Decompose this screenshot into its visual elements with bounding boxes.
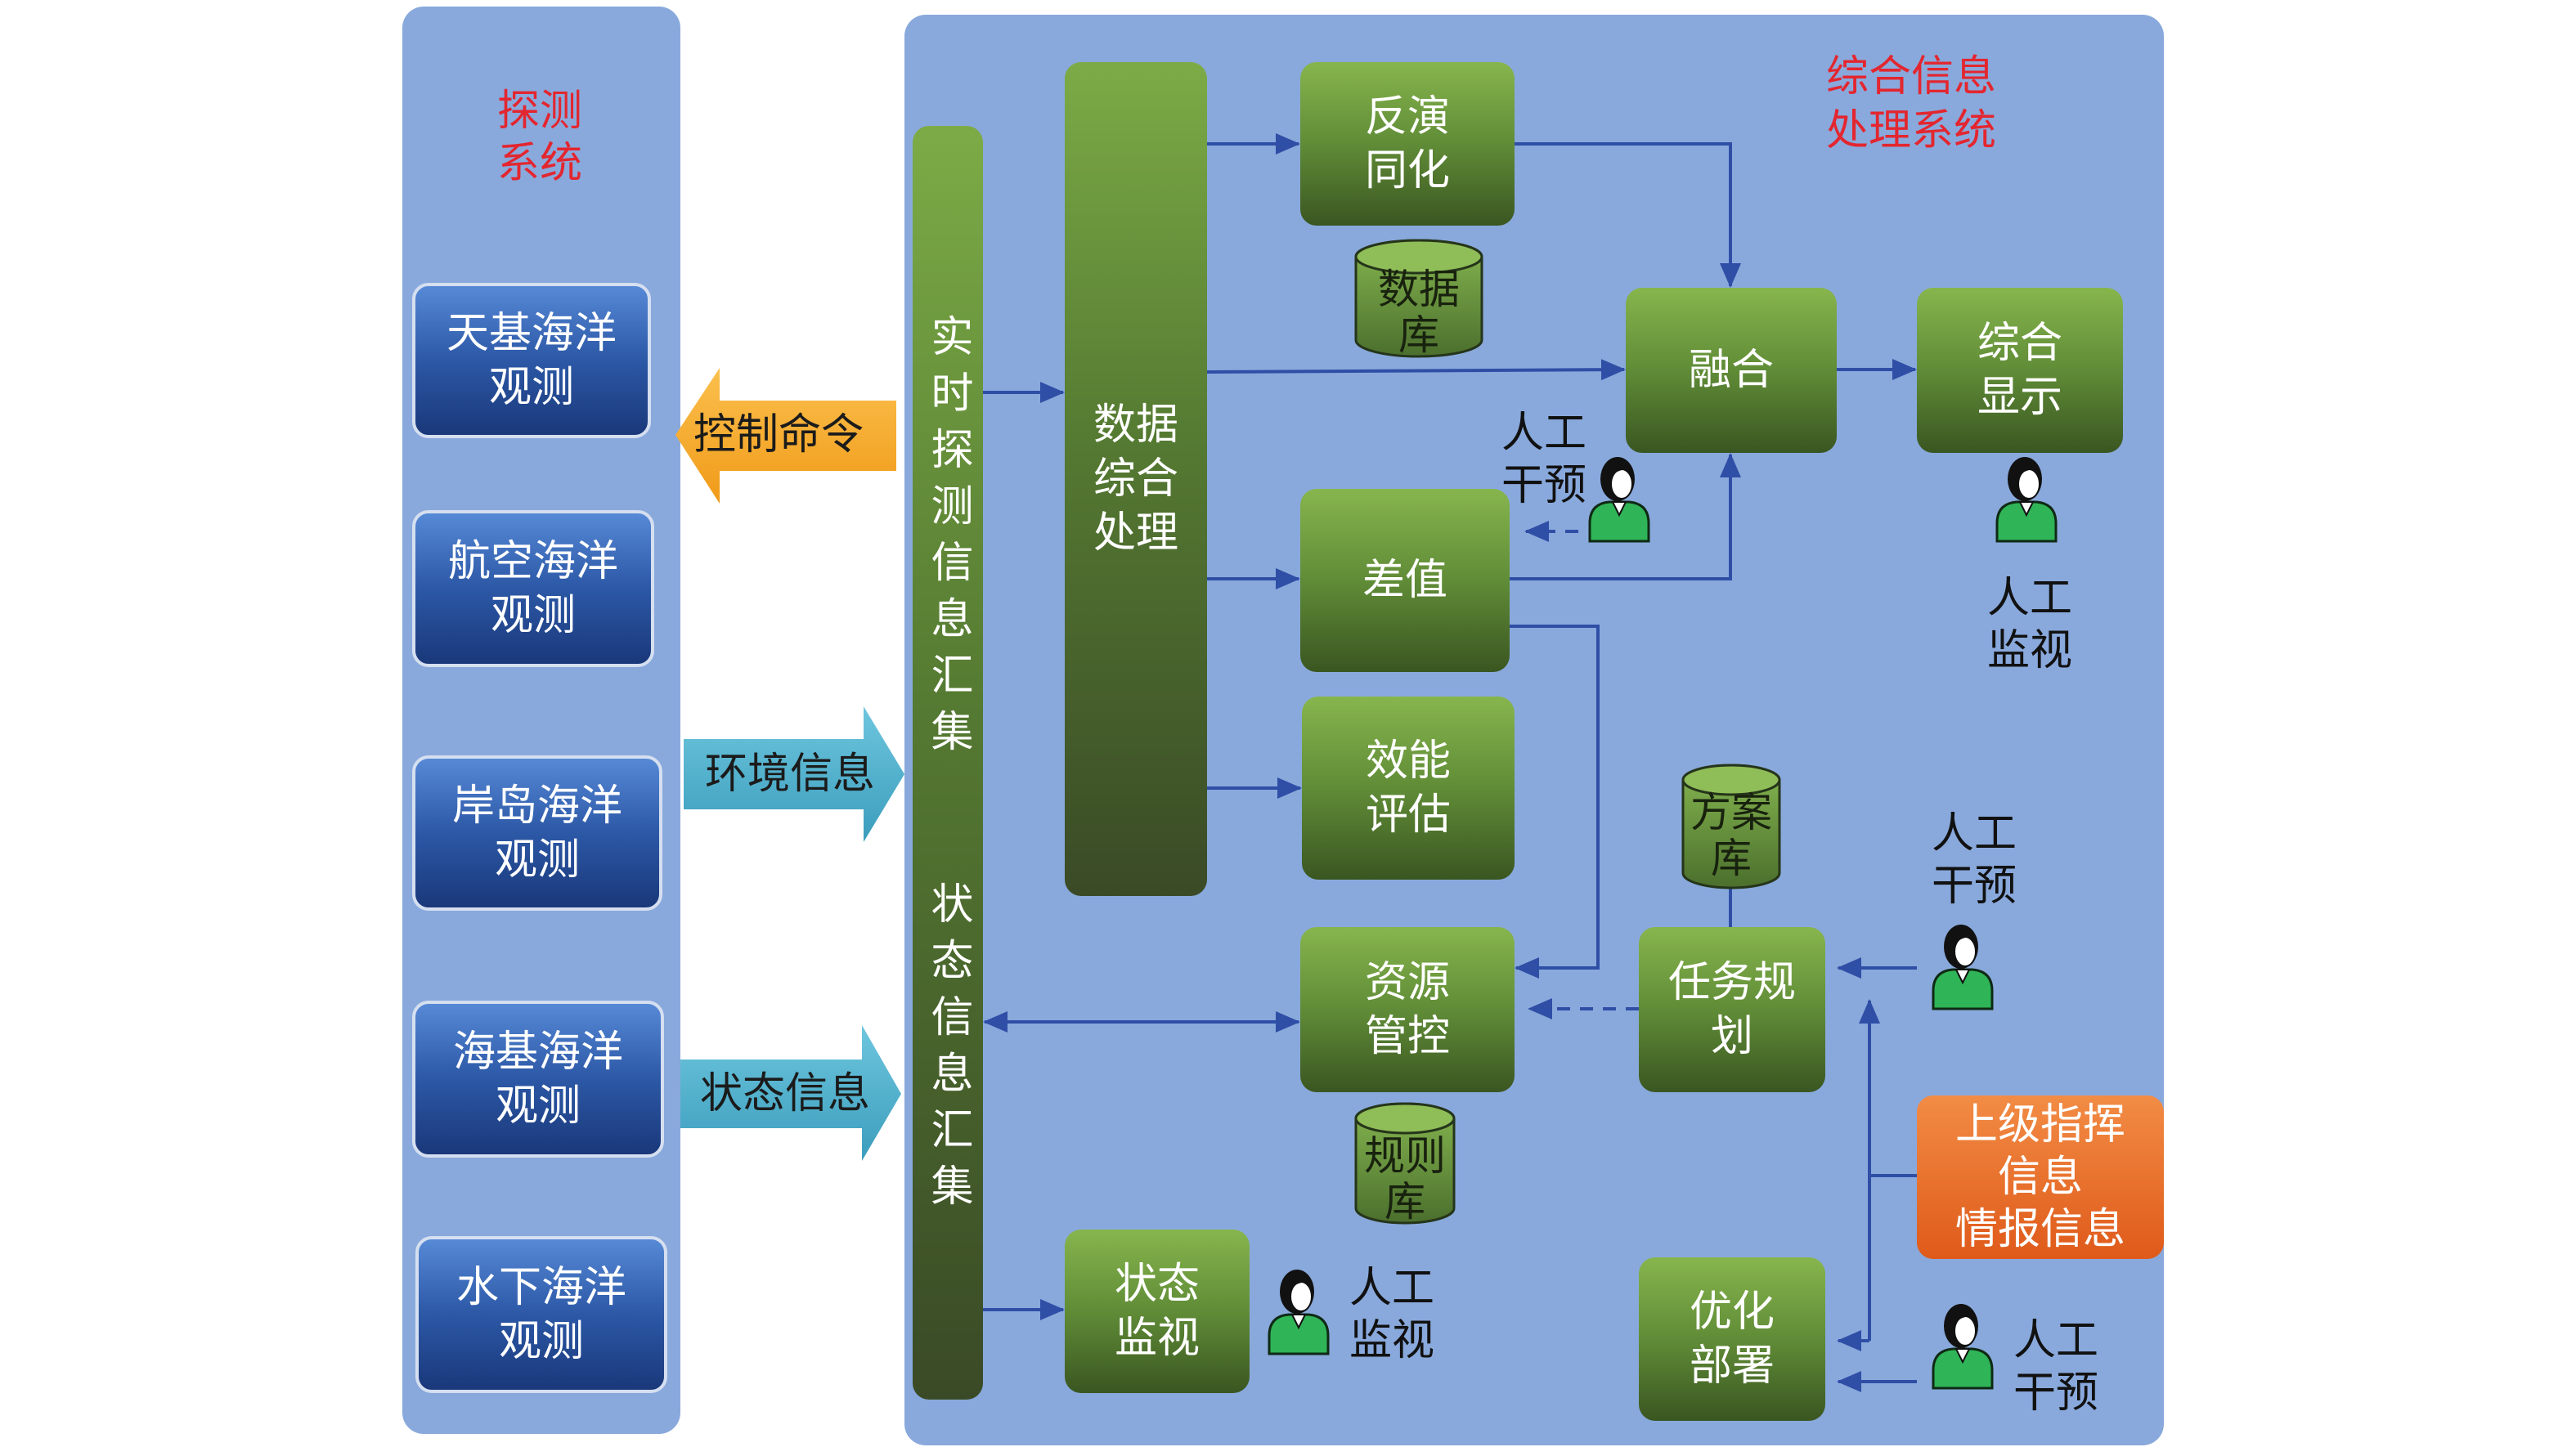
deployment-optimization-box: 优化 部署: [1639, 1257, 1825, 1421]
realtime-collection-label: 实时探测信息汇集: [923, 314, 972, 765]
inversion-assimilation-box: 反演 同化: [1300, 62, 1515, 226]
resource-control-box: 资源 管控: [1300, 927, 1515, 1092]
environment-info-label: 环境信息: [704, 750, 875, 799]
status-monitoring-box: 状态 监视: [1065, 1230, 1250, 1393]
operator-role-label: 人工 干预: [1501, 409, 1586, 510]
superior-command-box: 上级指挥 信息 情报信息: [1917, 1095, 2164, 1259]
station-airborne: 航空海洋 观测: [412, 510, 654, 667]
data-database-label: 数据 库: [1378, 266, 1460, 359]
station-underwater: 水下海洋 观测: [415, 1236, 667, 1393]
data-processing-box: 数据 综合 处理: [1065, 62, 1207, 896]
processing-system-title: 综合信息 处理系统: [1825, 52, 1996, 155]
station-space-based: 天基海洋 观测: [412, 283, 651, 438]
detection-system-title: 探测 系统: [496, 87, 582, 188]
effectiveness-evaluation-box: 效能 评估: [1302, 697, 1515, 880]
fusion-box: 融合: [1626, 288, 1837, 453]
station-coastal-island: 岸岛海洋 观测: [412, 755, 662, 911]
control-command-label: 控制命令: [693, 410, 864, 459]
integrated-display-box: 综合 显示: [1917, 288, 2123, 453]
status-info-label: 状态信息: [699, 1069, 870, 1118]
operator-role-label: 人工 监视: [1349, 1264, 1434, 1365]
operator-role-label: 人工 干预: [1931, 809, 2017, 911]
operator-role-label: 人工 监视: [1986, 574, 2072, 675]
status-collection-label: 状态信息汇集: [923, 881, 972, 1220]
rule-database-label: 规则 库: [1364, 1132, 1446, 1225]
station-sea-based: 海基海洋 观测: [412, 1001, 664, 1158]
mission-planning-box: 任务规 划: [1639, 927, 1825, 1092]
detection-system-panel: [402, 7, 680, 1434]
operator-role-label: 人工 干预: [2013, 1316, 2098, 1418]
plan-database-label: 方案 库: [1690, 789, 1772, 882]
interpolation-box: 差值: [1300, 489, 1510, 672]
info-collection-bar: 实时探测信息汇集 状态信息汇集: [913, 126, 983, 1400]
